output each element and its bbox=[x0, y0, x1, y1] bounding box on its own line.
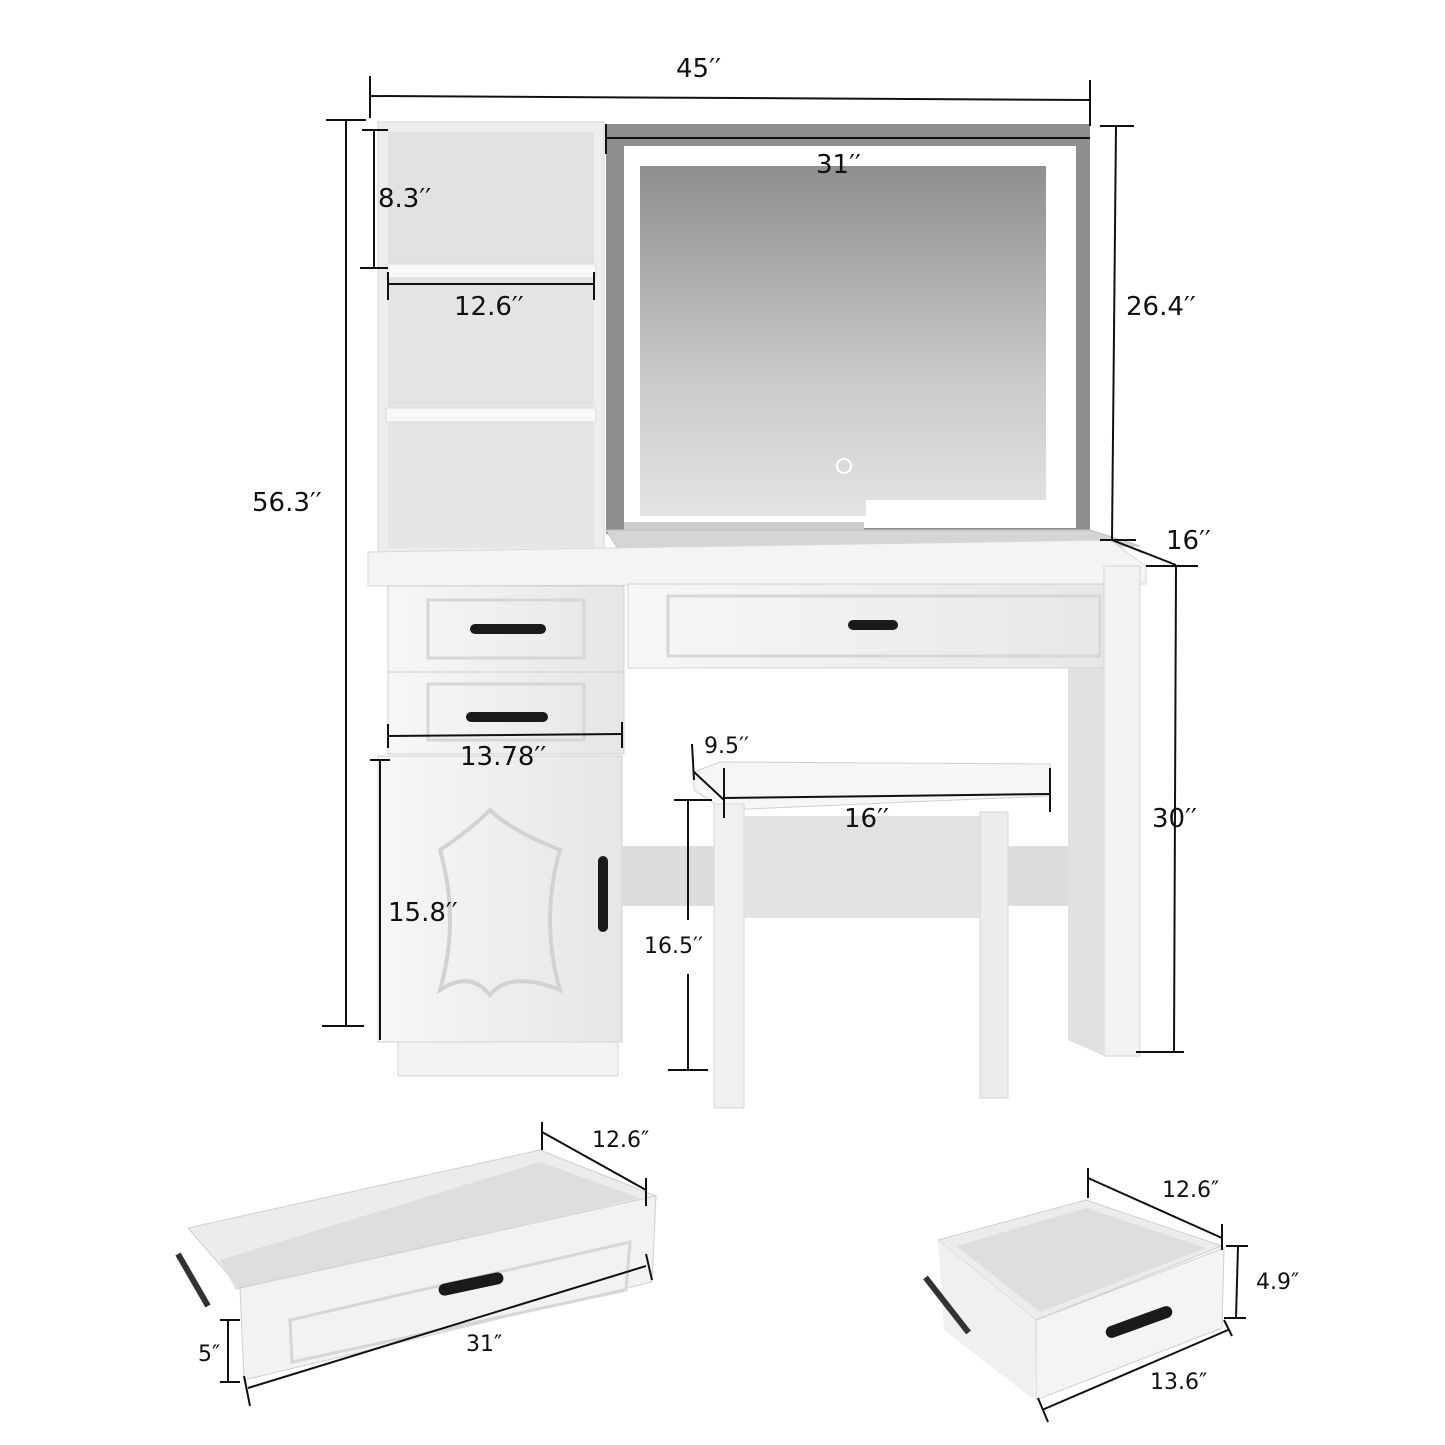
mirror-width-label: 31′′ bbox=[816, 150, 861, 180]
dimension-lines bbox=[220, 76, 1248, 1423]
side-drawer-width-label: 13.78′′ bbox=[460, 742, 547, 772]
small-drawer-height-label: 4.9″ bbox=[1256, 1270, 1300, 1295]
depth-label: 16′′ bbox=[1166, 526, 1211, 556]
drawer-handles bbox=[466, 620, 898, 932]
overall-width-label: 45′′ bbox=[676, 54, 721, 84]
cabinet-height-label: 15.8′′ bbox=[388, 898, 458, 928]
overall-height-label: 56.3′′ bbox=[252, 488, 322, 518]
large-drawer-height-label: 5″ bbox=[198, 1342, 221, 1367]
table-height-label: 30′′ bbox=[1152, 804, 1197, 834]
small-drawer-illustration bbox=[923, 1199, 1225, 1401]
shelf-width-label: 12.6′′ bbox=[454, 292, 524, 322]
lighted-mirror bbox=[606, 124, 1090, 536]
stool-height-label: 16.5′′ bbox=[644, 934, 703, 959]
stool bbox=[693, 761, 1051, 1109]
small-drawer-width-label: 13.6″ bbox=[1150, 1370, 1208, 1395]
large-drawer-width-label: 31″ bbox=[466, 1332, 503, 1357]
mirror-height-label: 26.4′′ bbox=[1126, 292, 1196, 322]
stool-width-label: 16′′ bbox=[844, 804, 889, 834]
small-drawer-depth-label: 12.6″ bbox=[1162, 1178, 1220, 1203]
large-drawer-illustration bbox=[175, 1149, 658, 1381]
shelf-height-label: 8.3′′ bbox=[378, 184, 432, 214]
shelf-unit bbox=[377, 121, 605, 553]
stool-depth-label: 9.5′′ bbox=[704, 734, 749, 759]
large-drawer-depth-label: 12.6″ bbox=[592, 1128, 650, 1153]
